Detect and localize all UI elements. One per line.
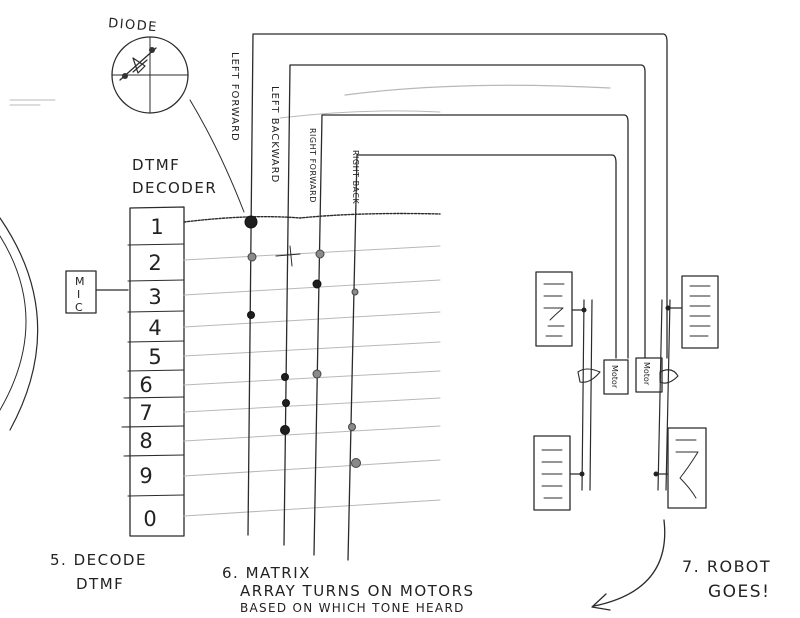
step6-line2: ARRAY TURNS ON MOTORS [240,582,475,600]
edge-arc-outer [0,217,39,431]
digit-5: 5 [148,345,161,369]
diode-pointer [189,99,245,213]
decoder-title-1: DTMF [132,156,180,174]
step7-line2: GOES! [708,582,770,602]
edge-arc-inner [0,235,27,411]
mic-letter-m: M [75,275,85,288]
diode-label: DIODE [108,16,159,35]
step5-line1: 5. DECODE [50,551,147,569]
digit-7: 7 [139,401,152,425]
mic-box [65,270,97,314]
digit-3: 3 [148,285,161,309]
decoder-column [121,206,185,537]
goes-arrowhead [591,593,611,611]
wheel-rear-left [533,435,571,511]
digit-8: 8 [139,429,152,453]
goes-arrow [593,519,666,607]
faint-mark [279,110,441,119]
diode-dots [244,215,361,468]
wheel-rear-right [667,427,707,509]
digit-0: 0 [143,507,156,531]
step5-line2: DTMF [76,575,124,593]
wheel-front-right [681,275,719,349]
motor-right-box [635,357,663,393]
motor-left-label: Motor [610,365,619,389]
mic-letter-c: C [75,301,83,314]
motor-left-box [603,359,629,395]
matrix-columns [247,33,668,561]
digit-1: 1 [150,215,163,239]
digit-2: 2 [148,251,161,275]
label-right-back: RIGHT BACK [351,150,360,204]
wheel-front-left [535,271,573,347]
decoder-title-2: DECODER [132,179,217,197]
digit-9: 9 [139,464,152,488]
label-left-forward: LEFT FORWARD [229,52,240,142]
digit-4: 4 [148,316,161,340]
diode-symbol [111,36,189,114]
step6-line3: BASED ON WHICH TONE HEARD [240,601,465,615]
label-right-forward: RIGHT FORWARD [308,128,317,203]
motor-right-label: Motor [642,362,651,386]
matrix-rows [183,212,441,517]
label-left-backward: LEFT BACKWARD [269,86,280,183]
faint-mark [344,84,611,96]
step7-line1: 7. ROBOT [682,557,771,576]
robot [533,271,719,511]
digit-6: 6 [139,373,152,397]
step6-line1: 6. MATRIX [222,564,311,582]
mic-letter-i: I [77,288,80,301]
faint-mark [9,99,56,106]
